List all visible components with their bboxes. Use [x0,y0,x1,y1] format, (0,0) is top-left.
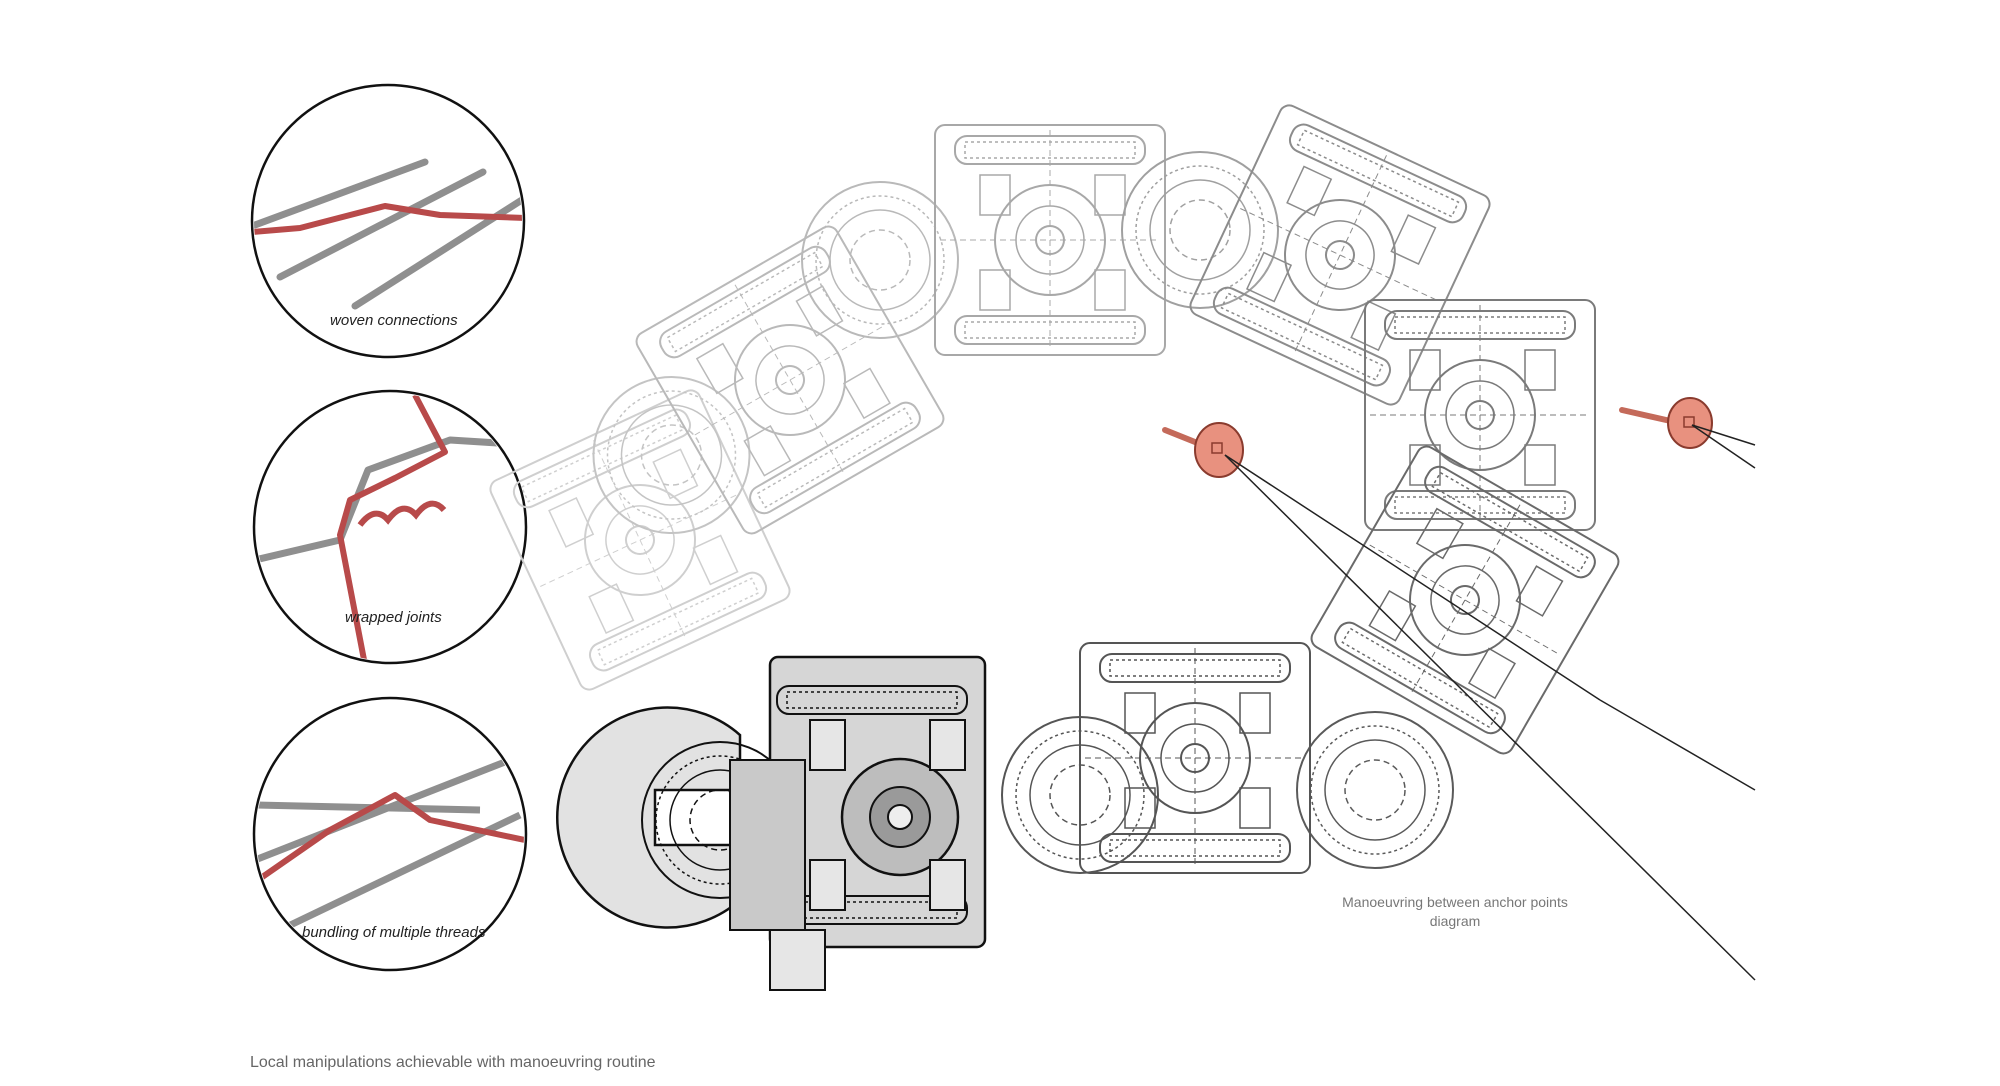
bundling-detail: bundling of multiple threads [252,696,528,972]
wrapped-joints-label: wrapped joints [345,609,442,626]
diagram-caption: Manoeuvring between anchor points diagra… [1342,894,1568,929]
robot-module-ghost-4 [1187,102,1493,408]
wrapped-joints-detail: wrapped joints [252,389,528,665]
woven-connections-detail: woven connections [250,83,526,359]
anchor-point-right [1619,397,1713,449]
robot-module-main [555,655,987,991]
robot-module-ghost-5 [1365,300,1595,530]
robot-sequence [487,102,1622,991]
bundling-label: bundling of multiple threads [302,924,486,941]
woven-connections-label: woven connections [330,312,458,329]
robot-module-ghost-3 [935,125,1165,355]
robot-module-ghost-2 [633,223,947,537]
anchor-point-left [1162,422,1244,478]
bottom-caption: Local manipulations achievable with mano… [250,1054,656,1071]
threads [1224,424,1756,981]
